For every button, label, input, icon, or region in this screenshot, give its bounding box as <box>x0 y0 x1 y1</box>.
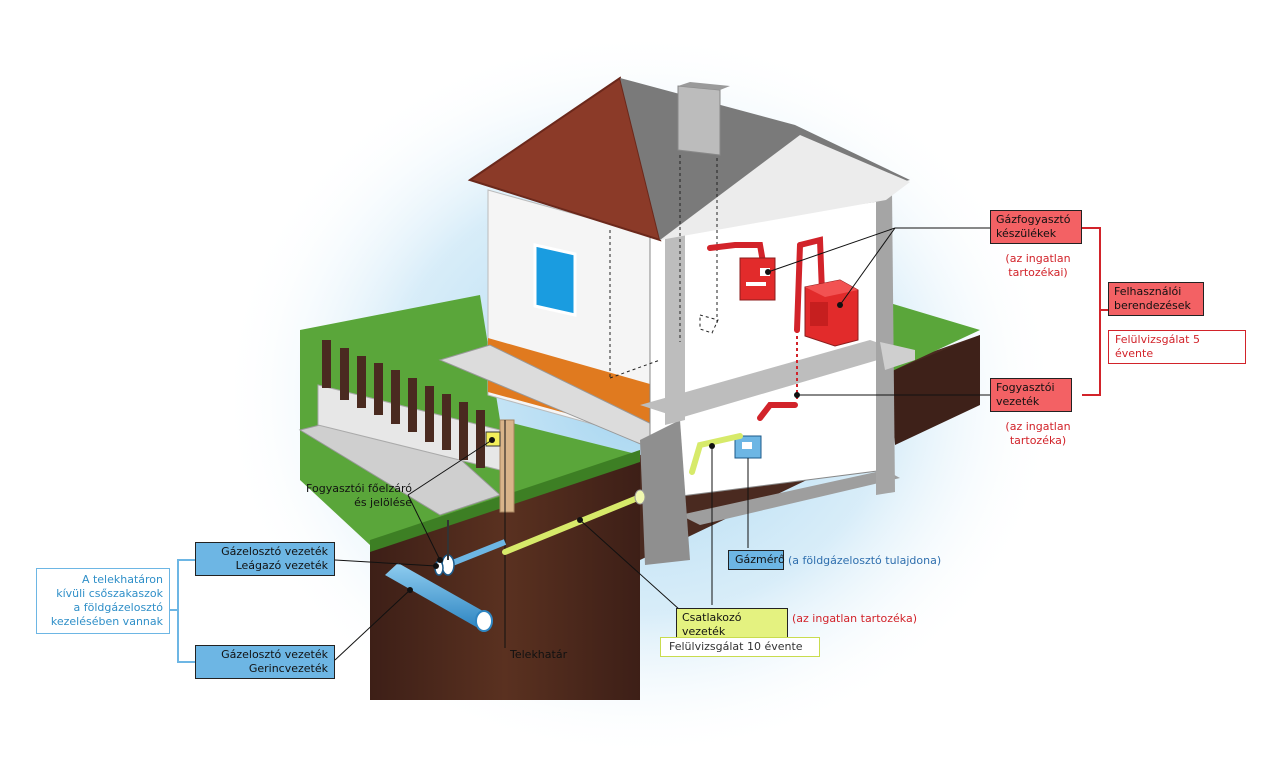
inspection-10y-label: Felülvizsgálat 10 évente <box>660 637 820 657</box>
floor-ledge <box>880 342 915 370</box>
wall-boiler <box>739 257 776 301</box>
inspection-5y-label: Felülvizsgálat 5 évente <box>1108 330 1246 364</box>
gas-meter-label: Gázmérő <box>728 550 785 570</box>
property-line-label: Telekhatár <box>510 648 568 661</box>
gas-meter-note: (a földgázelosztó tulajdona) <box>788 554 942 567</box>
fence <box>322 340 485 468</box>
roof-underside <box>660 135 910 240</box>
gas-appliances-label: Gázfogyasztó készülékek <box>990 210 1082 244</box>
consumer-line-note: (az ingatlan tartozéka) <box>1005 420 1071 447</box>
main-valve-label: Fogyasztói főelzáró és jelölése <box>306 482 412 509</box>
main-line-label: Gázelosztó vezeték Gerincvezeték <box>195 645 335 679</box>
lower-floor <box>680 470 900 525</box>
connecting-line-note: (az ingatlan tartozéka) <box>792 612 918 625</box>
consumer-line-label: Fogyasztói vezeték <box>990 378 1072 412</box>
property-line-post <box>499 419 515 513</box>
cut-wall-right <box>876 190 895 495</box>
cut-wall-mid <box>665 230 685 425</box>
upper-floor <box>640 340 905 418</box>
gas-appliances-note: (az ingatlan tartozékai) <box>1005 252 1071 279</box>
user-equipment-label: Felhasználói berendezések <box>1108 282 1204 316</box>
outside-property-note: A telekhatáron kívüli csőszakaszok a föl… <box>36 568 170 634</box>
connecting-line-label: Csatlakozó vezeték <box>676 608 788 642</box>
soil-far-right <box>890 335 980 445</box>
window <box>533 243 577 317</box>
service-line-label: Gázelosztó vezeték Leágazó vezeték <box>195 542 335 576</box>
chimney <box>677 85 721 156</box>
cut-wall-left <box>640 420 690 565</box>
main-gas-pipe <box>385 563 490 628</box>
